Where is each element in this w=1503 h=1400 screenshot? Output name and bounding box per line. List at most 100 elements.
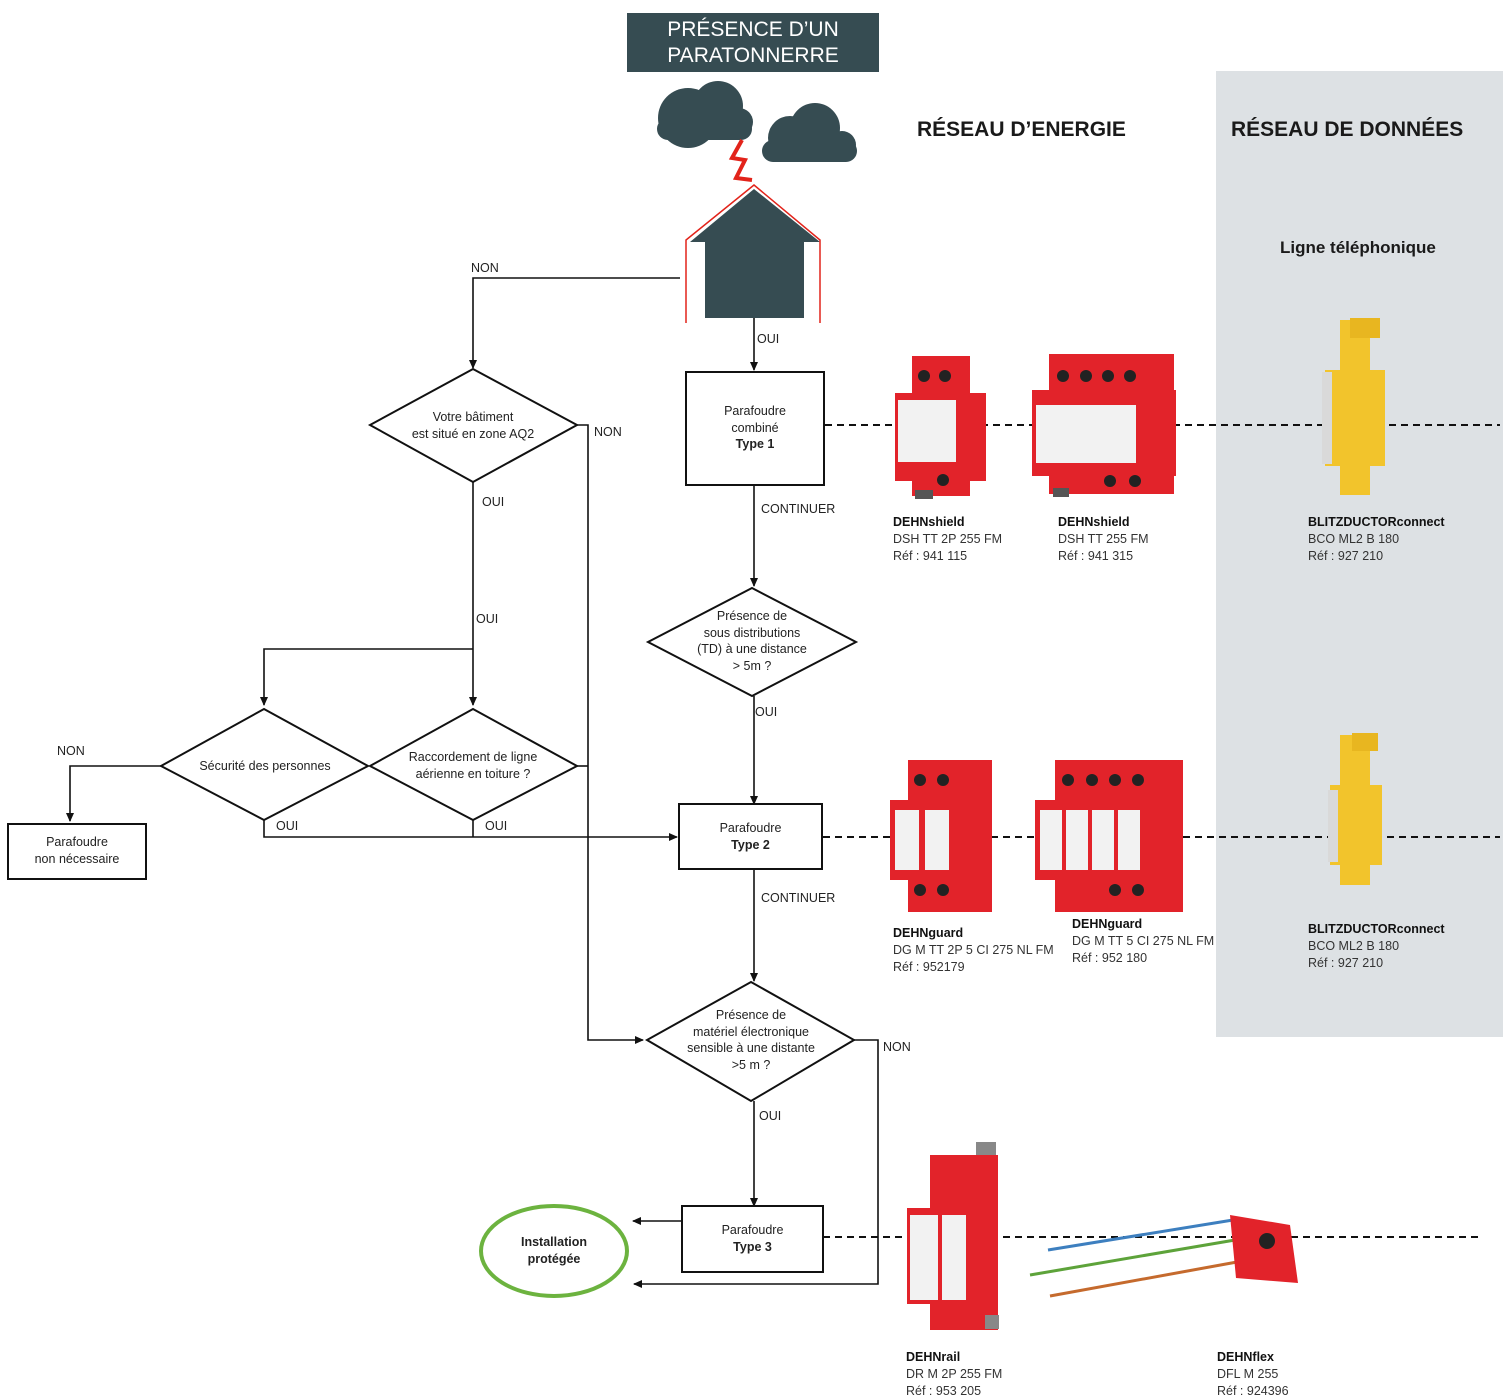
product-model: DSH TT 255 FM — [1058, 532, 1149, 546]
product-name: DEHNrail — [906, 1350, 961, 1364]
installation-ellipse — [479, 1204, 629, 1298]
data-network-title: RÉSEAU DE DONNÉES — [1231, 118, 1464, 141]
product-ref: Réf : 941 315 — [1058, 549, 1134, 563]
type1-label: Parafoudre combiné Type 1 — [686, 403, 824, 453]
product-model: BCO ML2 B 180 — [1308, 939, 1400, 953]
securite-question: Sécurité des personnes — [180, 758, 350, 775]
materiel-line-3: sensible à une distante — [687, 1041, 815, 1055]
materiel-line-1: Présence de — [715, 1008, 787, 1022]
label-non-aq2: NON — [594, 425, 622, 439]
installation-label: Installation protégée — [484, 1234, 624, 1267]
header-line-2: PARATONNERRE — [667, 44, 839, 67]
header-line-1: PRÉSENCE D’UN — [667, 18, 839, 41]
type2-label: Parafoudre Type 2 — [679, 820, 822, 853]
type3-label: Parafoudre Type 3 — [682, 1222, 823, 1255]
type2-box — [678, 803, 823, 870]
product-caption-dehnguard-2p: DEHNguard DG M TT 2P 5 CI 275 NL FM Réf … — [893, 925, 1054, 976]
product-blitzductor-2-image — [1328, 733, 1382, 885]
product-caption-dehnflex: DEHNflex DFL M 255 Réf : 924396 — [1217, 1349, 1289, 1400]
header-lightning-rod: PRÉSENCE D’UN PARATONNERRE — [627, 13, 879, 72]
aq2-diamond — [367, 367, 580, 484]
product-ref: Réf : 927 210 — [1308, 549, 1384, 563]
type3-line-1: Parafoudre — [721, 1223, 784, 1237]
securite-line-1: Sécurité des personnes — [199, 759, 331, 773]
label-oui-mid: OUI — [476, 612, 499, 626]
label-oui-aq2: OUI — [482, 495, 505, 509]
raccord-diamond — [367, 707, 580, 822]
product-ref: Réf : 924396 — [1217, 1384, 1289, 1398]
type2-line-2: Type 2 — [731, 837, 770, 852]
not-needed-box — [7, 823, 147, 880]
securite-diamond — [158, 707, 371, 822]
product-name: DEHNflex — [1217, 1350, 1274, 1364]
label-oui-house: OUI — [757, 332, 780, 346]
type3-box — [681, 1205, 824, 1273]
product-model: DG M TT 5 CI 275 NL FM — [1072, 934, 1215, 948]
lightning-icon — [728, 139, 753, 182]
product-model: DG M TT 2P 5 CI 275 NL FM — [893, 943, 1054, 957]
label-continuer-1: CONTINUER — [761, 502, 836, 516]
product-caption-dehnrail: DEHNrail DR M 2P 255 FM Réf : 953 205 — [906, 1349, 1002, 1400]
distrib-diamond — [645, 586, 859, 698]
data-network-subtitle: Ligne téléphonique — [1280, 238, 1436, 257]
product-dehnshield-4p-image — [1032, 354, 1176, 497]
materiel-diamond — [644, 980, 856, 1103]
cloud-icon — [657, 81, 753, 148]
product-caption-dehnshield-2p: DEHNshield DSH TT 2P 255 FM Réf : 941 11… — [893, 514, 1002, 565]
product-ref: Réf : 941 115 — [893, 549, 968, 563]
type1-line-2: combiné — [731, 420, 779, 435]
product-model: BCO ML2 B 180 — [1308, 532, 1400, 546]
type1-line-1: Parafoudre — [724, 404, 786, 418]
product-caption-blitzductor-2: BLITZDUCTORconnect BCO ML2 B 180 Réf : 9… — [1308, 921, 1445, 972]
installation-line-2: protégée — [527, 1251, 581, 1266]
house-icon — [685, 184, 821, 323]
aq2-line-2: est situé en zone AQ2 — [411, 426, 535, 441]
product-dehnrail-image — [907, 1142, 999, 1330]
label-oui-securite: OUI — [276, 819, 299, 833]
not-needed-line-1: Parafoudre — [46, 835, 108, 849]
aq2-question: Votre bâtiment est situé en zone AQ2 — [393, 409, 553, 442]
installation-line-1: Installation — [521, 1235, 587, 1249]
product-name: BLITZDUCTORconnect — [1308, 922, 1445, 936]
distrib-line-3: (TD) à une distance — [697, 642, 807, 656]
product-name: DEHNshield — [893, 515, 965, 529]
distrib-question: Présence de sous distributions (TD) à un… — [672, 608, 832, 674]
raccord-line-1: Raccordement de ligne — [408, 750, 538, 764]
distrib-line-1: Présence de — [716, 609, 788, 623]
label-non-securite: NON — [57, 744, 85, 758]
type1-box — [685, 371, 825, 486]
label-non-top: NON — [471, 261, 499, 275]
distrib-line-4: > 5m ? — [732, 658, 772, 673]
label-oui-raccord: OUI — [485, 819, 508, 833]
label-oui-materiel: OUI — [759, 1109, 782, 1123]
raccord-line-2: aérienne en toiture ? — [415, 766, 531, 781]
cloud-icon — [762, 103, 857, 162]
product-model: DFL M 255 — [1217, 1367, 1279, 1381]
not-needed-line-2: non nécessaire — [34, 851, 120, 866]
label-non-materiel: NON — [883, 1040, 911, 1054]
product-ref: Réf : 952 180 — [1072, 951, 1148, 965]
label-oui-distrib: OUI — [755, 705, 778, 719]
product-caption-blitzductor-1: BLITZDUCTORconnect BCO ML2 B 180 Réf : 9… — [1308, 514, 1445, 565]
product-dehnflex-image — [1029, 1215, 1298, 1298]
label-continuer-2: CONTINUER — [761, 891, 836, 905]
product-dehnguard-2p-image — [890, 760, 992, 912]
not-needed-label: Parafoudre non nécessaire — [8, 834, 146, 867]
product-dehnguard-4p-image — [1035, 760, 1183, 912]
product-dehnshield-2p-image — [895, 356, 986, 499]
product-model: DR M 2P 255 FM — [906, 1367, 1003, 1381]
materiel-line-4: >5 m ? — [731, 1057, 771, 1072]
product-ref: Réf : 952179 — [893, 960, 965, 974]
type3-line-2: Type 3 — [733, 1239, 772, 1254]
product-caption-dehnshield-4p: DEHNshield DSH TT 255 FM Réf : 941 315 — [1058, 514, 1149, 565]
type2-line-1: Parafoudre — [719, 821, 782, 835]
product-name: DEHNguard — [893, 926, 964, 940]
product-caption-dehnguard-4p: DEHNguard DG M TT 5 CI 275 NL FM Réf : 9… — [1072, 916, 1214, 967]
product-name: DEHNguard — [1072, 917, 1143, 931]
aq2-line-1: Votre bâtiment — [432, 410, 514, 424]
product-blitzductor-1-image — [1322, 318, 1385, 495]
materiel-line-2: matériel électronique — [692, 1024, 810, 1039]
product-name: BLITZDUCTORconnect — [1308, 515, 1445, 529]
product-name: DEHNshield — [1058, 515, 1130, 529]
